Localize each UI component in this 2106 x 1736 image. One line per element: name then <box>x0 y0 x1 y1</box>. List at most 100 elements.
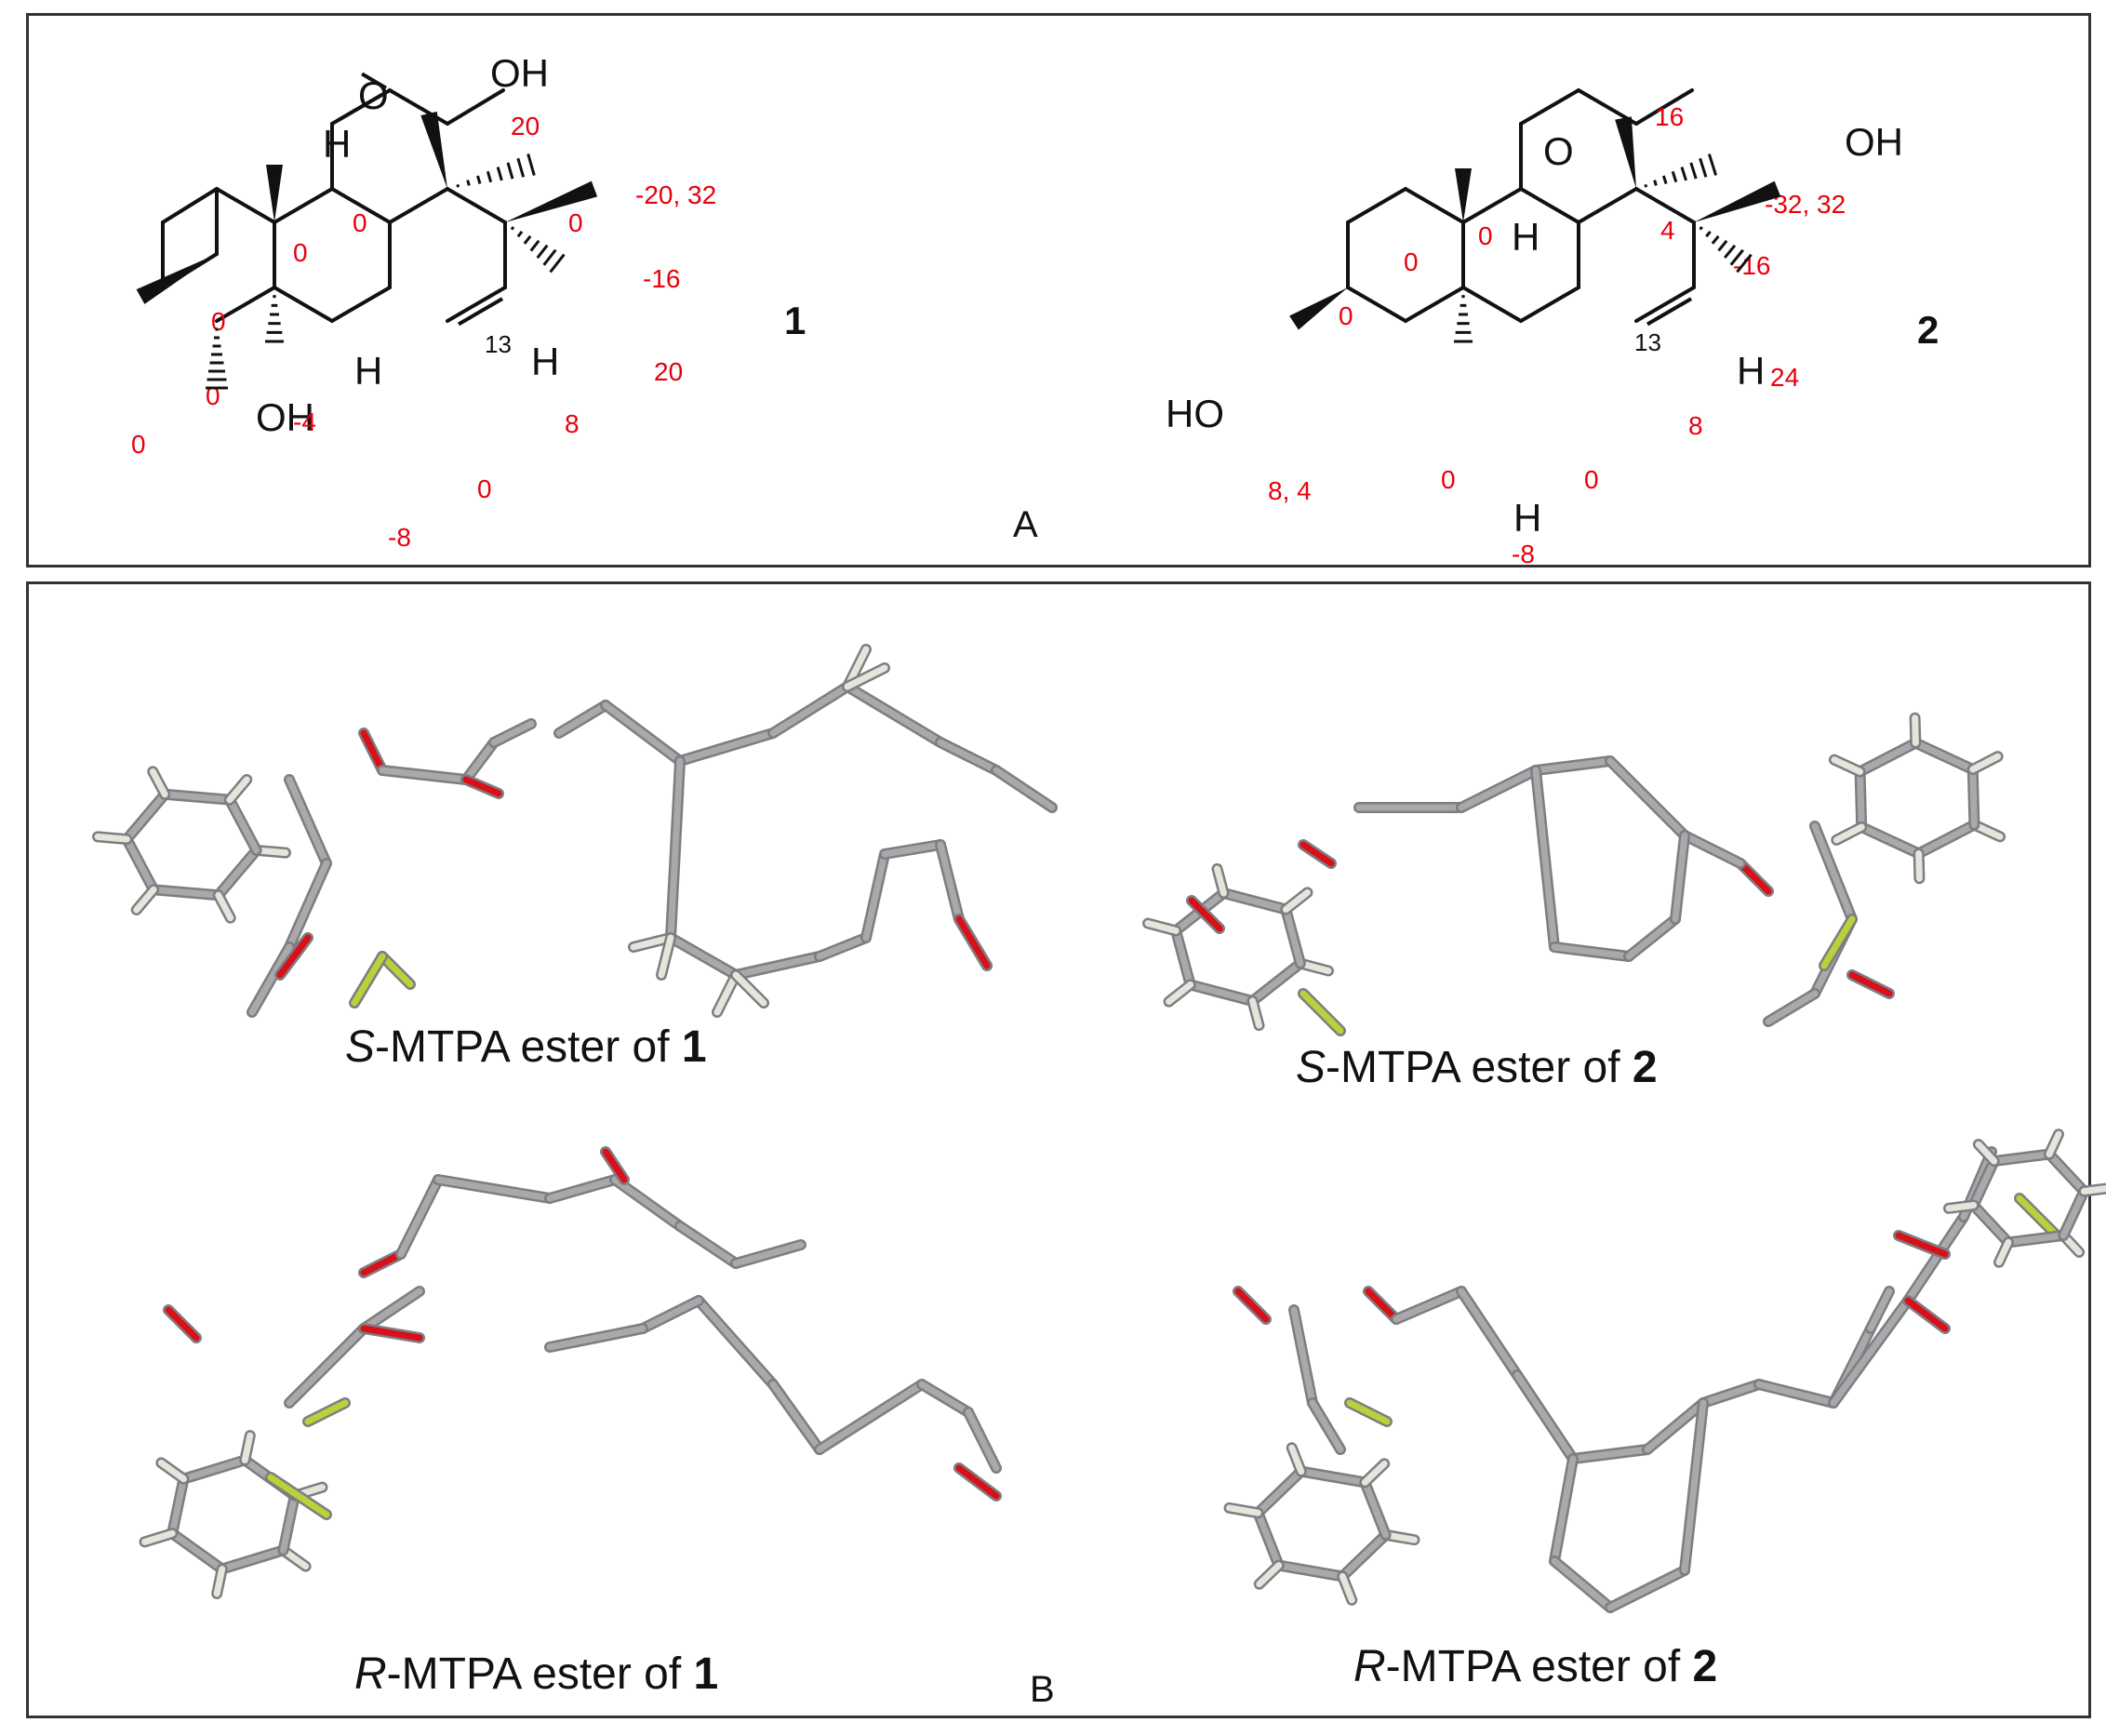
caption-r-mtpa-1: R-MTPA ester of 1 <box>354 1649 719 1699</box>
r2-chain <box>1567 1444 1653 1464</box>
r2-f <box>1344 1397 1393 1427</box>
r1-methoxy-o <box>163 1304 202 1343</box>
c1-shift: 0 <box>477 474 492 503</box>
s1-phenyl <box>148 884 224 901</box>
s2-ring <box>1549 941 1634 962</box>
s2-ester-o2 <box>1298 839 1337 869</box>
r1-f <box>302 1397 351 1427</box>
s1-chain <box>991 765 1058 813</box>
c1-methyl-wedge <box>136 254 217 304</box>
c1-shift: 20 <box>511 112 540 140</box>
r2-phenyl-right <box>1988 1148 2056 1168</box>
s1-decalin <box>935 839 965 925</box>
c2-shift: 24 <box>1770 363 1799 392</box>
r1-ketone-o <box>600 1146 630 1185</box>
r1-chain <box>609 1174 686 1232</box>
c2-ch2-wedge <box>1289 287 1348 330</box>
c2-shift: 0 <box>1404 247 1419 276</box>
s1-chain <box>767 681 853 739</box>
c2-h-hash <box>1454 295 1473 343</box>
s2-phenyl <box>1913 819 1980 860</box>
r2-phenyl-right <box>1967 1155 2000 1211</box>
r2-phenyl-right-h <box>1993 1236 2014 1268</box>
s2-backbone <box>1809 821 1858 925</box>
s2-phenyl <box>1910 737 1979 776</box>
r2-ester-o2 <box>1902 1295 1951 1334</box>
r2-chain2 <box>1828 1295 1913 1409</box>
r1-f <box>265 1472 332 1520</box>
s1-decalin <box>860 848 890 943</box>
s2-phenyl-h <box>1966 751 2004 776</box>
r2-chain2 <box>1902 1211 1969 1306</box>
r1-phenyl <box>216 1544 289 1575</box>
s1-phenyl-h <box>130 884 160 916</box>
s1-phenyl <box>223 794 262 856</box>
r1-chain <box>395 1174 444 1260</box>
c2-h13-hash <box>1699 226 1753 274</box>
c1-shift: 0 <box>131 430 146 459</box>
c2-methyl-hash <box>1644 154 1718 188</box>
r2-phenyl-h <box>1223 1502 1264 1519</box>
s2-phenyl-left-h <box>1142 917 1182 937</box>
s1-phenyl <box>159 788 235 806</box>
c1-shift: 8 <box>565 409 580 438</box>
r2-chain <box>1456 1286 1523 1381</box>
s1-decalin <box>730 951 825 981</box>
s1-h <box>730 969 769 1008</box>
c1-shift: 0 <box>211 307 226 336</box>
c2-h-wedge <box>1455 168 1472 222</box>
panel-a-label: A <box>1013 504 1038 545</box>
s1-backbone <box>247 941 295 1018</box>
s1-cf3-f <box>349 951 388 1008</box>
r1-phenyl-h <box>239 1430 256 1466</box>
c1-shift: 0 <box>206 381 220 410</box>
r2-chain <box>1391 1286 1467 1325</box>
s1-chain <box>842 681 946 748</box>
s1-carbonyl-o <box>358 728 388 776</box>
c1-compound-number: 1 <box>784 299 806 342</box>
c1-shift: 0 <box>568 208 583 237</box>
r2-chain <box>1698 1379 1765 1409</box>
s1-ester-o <box>460 774 504 799</box>
s1-h <box>656 932 676 981</box>
s2-phenyl-left <box>1184 979 1259 1008</box>
s1-h <box>712 969 741 1018</box>
r1-backbone <box>358 1286 425 1334</box>
c1-oh-hash <box>206 327 228 390</box>
structures-svg: H OH OH O H H 13 1 20 -20, 32 0 0 -16 20… <box>131 51 1939 568</box>
s2-backbone <box>1763 988 1820 1027</box>
r1-chain <box>544 1174 620 1204</box>
s2-ring <box>1670 830 1690 925</box>
s1-chain <box>674 728 779 767</box>
c1-h-bottom: H <box>354 349 382 393</box>
c1-shift: -8 <box>388 523 411 552</box>
c1-carbonyl-wedge <box>420 111 447 189</box>
s2-phenyl-left-h <box>1163 979 1196 1008</box>
c1-shift: 0 <box>293 238 308 267</box>
s1-methoxy-o <box>274 932 313 981</box>
c2-shift: 0 <box>1584 465 1599 494</box>
c1-shift: -16 <box>643 264 680 293</box>
c2-h-13: H <box>1737 349 1765 393</box>
s2-ring <box>1623 914 1681 962</box>
r1-ring <box>693 1295 779 1390</box>
panel-b: S-MTPA ester of 1 S-MTPA ester of 2 R-MT… <box>26 581 2106 1718</box>
s2-chain <box>1679 830 1746 869</box>
s2-phenyl-h <box>1831 821 1868 846</box>
r2-phenyl <box>1337 1529 1392 1582</box>
s1-backbone <box>284 858 332 953</box>
r2-chain <box>1865 1286 1895 1334</box>
r2-phenyl-h <box>1337 1570 1358 1606</box>
r2-phenyl-right <box>2058 1185 2090 1241</box>
s1-phenyl <box>121 834 160 896</box>
s2-phenyl-h <box>1828 754 1866 778</box>
s2-phenyl-left-h <box>1211 862 1230 899</box>
c2-shift: 0 <box>1478 221 1493 250</box>
s2-phenyl <box>1854 737 1922 778</box>
r2-ring <box>1549 1453 1579 1567</box>
s1-phenyl-h <box>147 766 171 800</box>
c2-shift: 0 <box>1441 465 1456 494</box>
s1-decalin <box>665 755 686 943</box>
r2-methoxy-o <box>1233 1286 1272 1325</box>
panel-a: H OH OH O H H 13 1 20 -20, 32 0 0 -16 20… <box>26 13 2091 568</box>
